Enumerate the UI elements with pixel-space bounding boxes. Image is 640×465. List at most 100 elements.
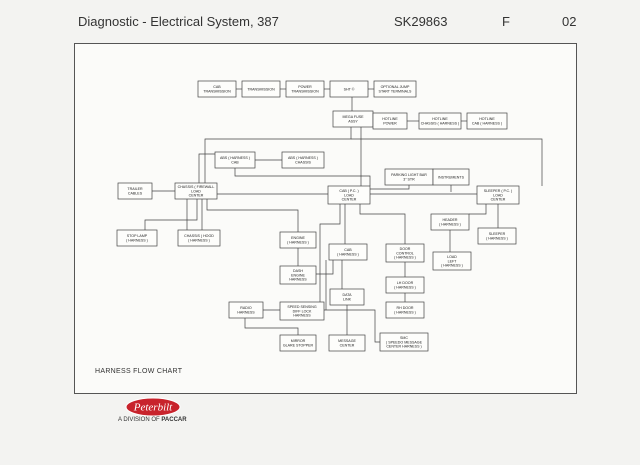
node-box	[177, 229, 221, 247]
node-label: OPTIONAL JUMP	[381, 85, 410, 89]
node-instruments: INSTRUMENTS	[432, 168, 470, 186]
division-name: PACCAR	[161, 417, 187, 423]
node-label: CHASSIS	[295, 160, 311, 164]
node-abs-cab: ABS ( HARNESS )CAB	[214, 151, 256, 169]
node-box	[477, 227, 517, 245]
logo-wordmark: Peterbilt	[133, 402, 173, 414]
node-label: PARKING LIGHT BAR	[391, 173, 427, 177]
connector-line	[351, 138, 543, 186]
connector-line	[204, 127, 352, 183]
node-label: INSTRUMENTS	[438, 175, 465, 179]
node-label: LINK	[343, 297, 352, 301]
node-box	[117, 182, 153, 200]
node-label: ( HARNESS )	[441, 264, 463, 268]
node-box	[328, 243, 368, 261]
node-label: RH DOOR	[397, 306, 414, 310]
node-label: TRAILER	[127, 187, 143, 191]
node-label: MIRROR	[291, 339, 306, 343]
node-label: ( HARNESS )	[287, 240, 309, 244]
chart-caption: HARNESS FLOW CHART	[95, 368, 183, 375]
document-code: SK29863	[394, 14, 448, 29]
node-box	[241, 80, 281, 98]
connector-line	[244, 318, 299, 335]
node-box	[418, 112, 462, 130]
node-label: CAB ( HARNESS )	[472, 121, 502, 125]
node-label: ( HARNESS )	[486, 236, 508, 240]
node-box	[327, 185, 371, 205]
node-label: CENTER	[491, 198, 506, 202]
node-box	[476, 185, 520, 205]
node-label: CENTER	[340, 343, 355, 347]
node-label: POWER	[298, 85, 312, 89]
document-title: Diagnostic - Electrical System, 387	[78, 14, 279, 29]
node-label: START TERMINALS	[379, 89, 412, 93]
diagram-nodes: CABTRANSMISSIONTRANSMISSIONPOWERTRANSMIS…	[116, 80, 520, 352]
node-sleeper-harness: SLEEPER( HARNESS )	[477, 227, 517, 245]
node-label: ABS ( HARNESS )	[288, 156, 318, 160]
node-label: CAB	[231, 160, 239, 164]
node-label: LH DOOR	[397, 281, 414, 285]
node-sht: SHT ©	[329, 80, 369, 98]
node-label: ASSY	[348, 119, 358, 123]
node-label: CAB	[213, 85, 221, 89]
node-label: CHASSIS ( FIREWALL	[178, 185, 215, 189]
node-label: ( HARNESS )	[126, 238, 148, 242]
node-box	[466, 112, 508, 130]
node-label: POWER	[383, 121, 397, 125]
node-label: DATA	[342, 293, 352, 297]
node-label: 3" STR	[403, 177, 415, 181]
document-header: Diagnostic - Electrical System, 387 SK29…	[0, 14, 640, 34]
node-label: TRANSMISSION	[247, 87, 275, 91]
node-label: CHASSIS ( HARNESS )	[421, 121, 460, 125]
node-label: HOTLINE	[382, 117, 398, 121]
node-header-harness: HEADER( HARNESS )	[430, 213, 470, 231]
node-box	[372, 112, 408, 130]
node-box	[329, 80, 369, 98]
node-box	[432, 251, 472, 271]
node-box	[279, 334, 317, 352]
node-abs-chassis: ABS ( HARNESS )CHASSIS	[281, 151, 325, 169]
node-label: MEGA FUSE	[343, 115, 365, 119]
connector-line	[319, 204, 341, 302]
node-box	[379, 332, 429, 352]
connector-line	[206, 199, 299, 232]
node-label: STOP LAMP	[127, 234, 148, 238]
node-label: CHASSIS ( HOOD	[184, 234, 214, 238]
node-rh-door: RH DOOR( HARNESS )	[385, 301, 425, 319]
node-box	[329, 288, 365, 306]
connector-line	[469, 204, 487, 215]
node-box	[279, 231, 317, 249]
connector-line	[198, 153, 215, 183]
node-box	[432, 168, 470, 186]
node-label: MESSAGE	[338, 339, 356, 343]
node-box	[385, 243, 425, 263]
node-label: ( SPEEDO MESSAGE	[386, 340, 423, 344]
connector-line	[359, 204, 406, 244]
node-label: CAB ( P.C. )	[339, 189, 358, 193]
node-label: ABS ( HARNESS )	[220, 156, 250, 160]
harness-flow-diagram: CABTRANSMISSIONTRANSMISSIONPOWERTRANSMIS…	[116, 80, 543, 352]
node-label: SMC	[400, 336, 408, 340]
node-transmission: TRANSMISSION	[241, 80, 281, 98]
connector-line	[324, 309, 380, 343]
node-label: TRANSMISSION	[203, 89, 231, 93]
node-label: ( HARNESS )	[188, 238, 210, 242]
division-line: A DIVISION OF PACCAR	[118, 417, 198, 423]
node-label: ( HARNESS )	[394, 285, 416, 289]
node-label: ( HARNESS )	[394, 310, 416, 314]
node-box	[385, 301, 425, 319]
node-box	[279, 265, 317, 285]
node-label: HARNESS	[237, 310, 255, 314]
peterbilt-logo: Peterbilt	[125, 397, 181, 417]
